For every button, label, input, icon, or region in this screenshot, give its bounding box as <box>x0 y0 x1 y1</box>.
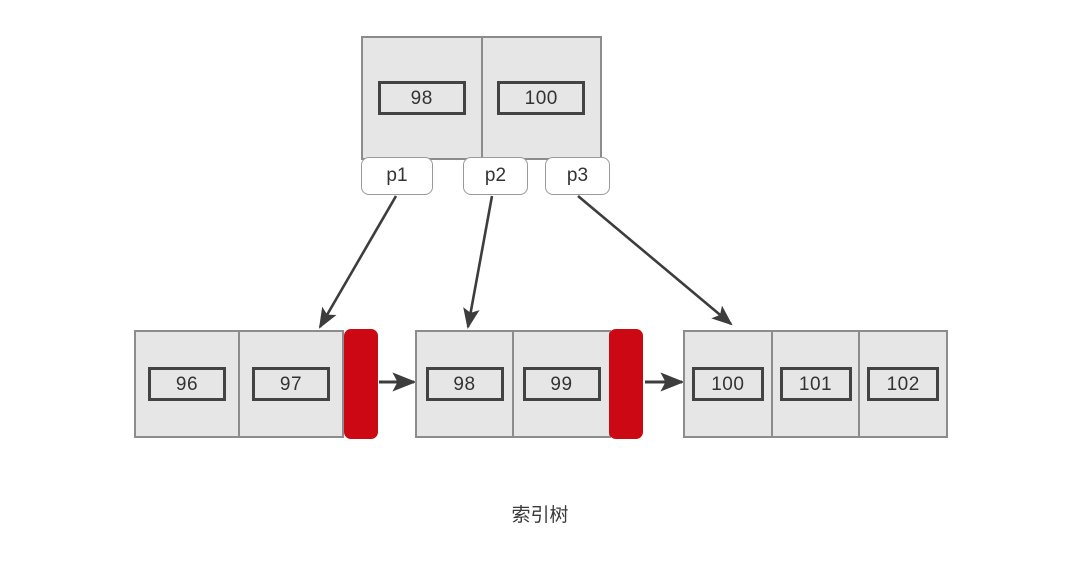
leaf-cell[interactable]: 101 <box>770 332 859 436</box>
edge-p3-to-leaf-2 <box>577 195 733 326</box>
pointer-chip-p3[interactable]: p3 <box>545 157 610 195</box>
root-key-value: 100 <box>497 81 586 115</box>
leaf-node-0[interactable]: 96 97 <box>134 330 344 438</box>
leaf-cell[interactable]: 97 <box>238 332 342 436</box>
root-cell[interactable]: 98 <box>363 38 481 158</box>
leaf-cell[interactable]: 99 <box>512 332 609 436</box>
leaf-key-value: 102 <box>867 367 940 401</box>
root-key-value: 98 <box>377 81 466 115</box>
leaf-cell[interactable]: 96 <box>136 332 238 436</box>
edge-p2-to-leaf-1 <box>463 195 494 330</box>
full-page-marker <box>609 329 643 439</box>
leaf-key-value: 100 <box>691 367 764 401</box>
root-node[interactable]: 98 100 <box>361 36 602 160</box>
leaf-key-value: 96 <box>148 367 226 401</box>
edge-p1-to-leaf-0 <box>318 195 398 329</box>
leaf-key-value: 99 <box>522 367 601 401</box>
root-cell[interactable]: 100 <box>480 38 600 158</box>
leaf-node-2[interactable]: 100 101 102 <box>683 330 948 438</box>
leaf-key-value: 101 <box>779 367 852 401</box>
leaf-cell[interactable]: 98 <box>417 332 512 436</box>
leaf-key-value: 97 <box>252 367 330 401</box>
leaf-cell[interactable]: 102 <box>858 332 947 436</box>
leaf-node-1[interactable]: 98 99 <box>415 330 611 438</box>
leaf-cell[interactable]: 100 <box>685 332 771 436</box>
pointer-chip-p1[interactable]: p1 <box>361 157 433 195</box>
leaf-key-value: 98 <box>425 367 504 401</box>
diagram-caption: 索引树 <box>511 504 569 526</box>
full-page-marker <box>344 329 378 439</box>
pointer-chip-p2[interactable]: p2 <box>463 157 528 195</box>
